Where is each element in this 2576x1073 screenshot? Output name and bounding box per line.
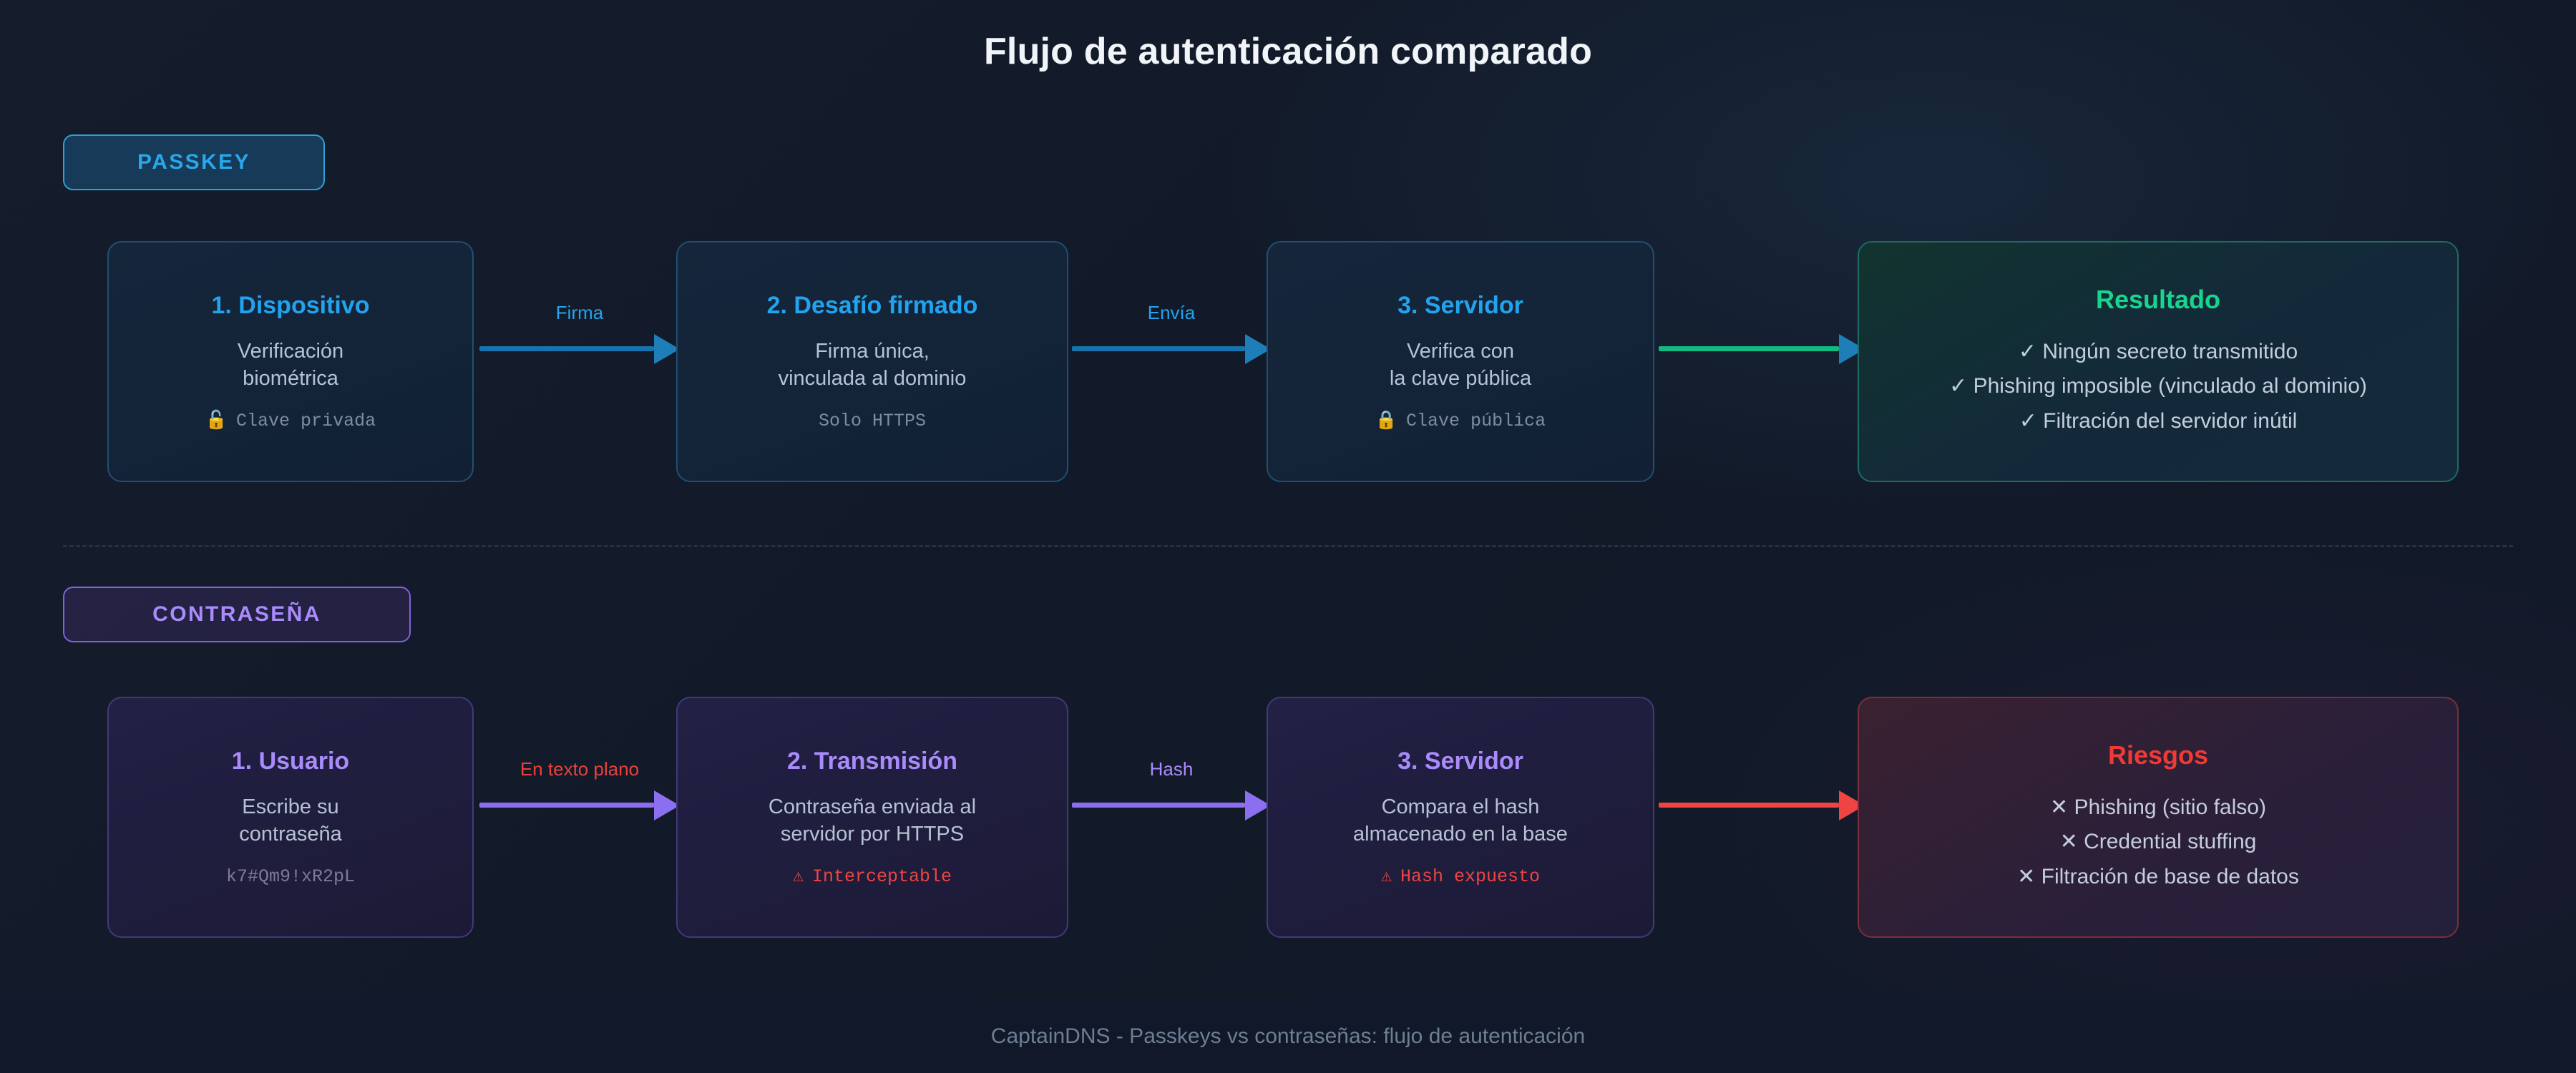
password-step-3-note-text: Hash expuesto	[1400, 866, 1541, 887]
passkey-step-2-desc-l2: vinculada al dominio	[778, 366, 967, 390]
password-risk-line-2: ✕ Credential stuffing	[2059, 830, 2257, 854]
arrow-shaft	[1072, 346, 1245, 351]
password-step-3-note: ⚠ Hash expuesto	[1381, 866, 1540, 887]
arrow-shaft	[1659, 346, 1839, 351]
password-connector-1: En texto plano	[479, 758, 680, 844]
passkey-connector-2-label: Envía	[1147, 302, 1196, 323]
password-step-3-desc-l1: Compara el hash	[1381, 795, 1540, 819]
passkey-step-3-desc-l2: la clave pública	[1389, 366, 1532, 390]
passkey-step-1-card: 1. Dispositivo Verificación biométrica 🔓…	[107, 241, 474, 482]
passkey-result-line-2: ✓ Phishing imposible (vinculado al domin…	[1949, 374, 2367, 398]
password-connector-2-label: Hash	[1149, 758, 1194, 780]
passkey-result-line-1: ✓ Ningún secreto transmitido	[2018, 339, 2298, 363]
password-step-1-card: 1. Usuario Escribe su contraseña k7#Qm9!…	[107, 697, 474, 938]
passkey-step-3-note: 🔒 Clave pública	[1375, 411, 1546, 431]
passkey-result-card: Resultado ✓ Ningún secreto transmitido ✓…	[1858, 241, 2459, 482]
arrow-shaft	[479, 803, 654, 808]
password-step-1-note-text: k7#Qm9!xR2pL	[225, 866, 356, 887]
passkey-step-1-note-text: Clave privada	[236, 410, 376, 431]
passkey-step-3-note-text: Clave pública	[1406, 410, 1546, 431]
passkey-step-3-desc-l1: Verifica con	[1407, 340, 1514, 363]
unlocked-padlock-icon: 🔓	[205, 410, 228, 431]
password-step-2-card: 2. Transmisión Contraseña enviada al ser…	[676, 697, 1068, 938]
section-divider	[63, 545, 2513, 547]
footer-caption: CaptainDNS - Passkeys vs contraseñas: fl…	[990, 1024, 1586, 1048]
arrow-shaft	[1072, 803, 1245, 808]
password-step-2-desc: Contraseña enviada al servidor por HTTPS	[769, 794, 976, 847]
password-risk-card: Riesgos ✕ Phishing (sitio falso) ✕ Crede…	[1858, 697, 2459, 938]
passkey-step-2-desc-l1: Firma única,	[815, 340, 930, 363]
password-step-2-desc-l2: servidor por HTTPS	[780, 822, 965, 846]
password-step-3-card: 3. Servidor Compara el hash almacenado e…	[1267, 697, 1654, 938]
passkey-step-1-desc-l2: biométrica	[243, 366, 338, 390]
passkey-step-3-desc: Verifica con la clave pública	[1390, 338, 1531, 391]
password-connector-1-label: En texto plano	[519, 758, 640, 780]
password-step-3-desc: Compara el hash almacenado en la base	[1353, 794, 1568, 847]
passkey-step-1-desc-l1: Verificación	[237, 340, 344, 363]
password-connector-3	[1659, 758, 1865, 844]
passkey-connector-1-label: Firma	[555, 302, 604, 323]
footer-band	[0, 1000, 2576, 1073]
password-step-1-desc: Escribe su contraseña	[239, 794, 342, 847]
password-step-3-title: 3. Servidor	[1397, 748, 1523, 775]
passkey-step-2-desc: Firma única, vinculada al dominio	[779, 338, 967, 391]
passkey-step-3-card: 3. Servidor Verifica con la clave públic…	[1267, 241, 1654, 482]
password-step-2-note-text: Interceptable	[812, 866, 952, 887]
passkey-result-title: Resultado	[2095, 284, 2221, 314]
password-step-3-desc-l2: almacenado en la base	[1353, 822, 1568, 846]
password-step-2-note: ⚠ Interceptable	[793, 866, 952, 887]
passkey-step-3-title: 3. Servidor	[1397, 292, 1523, 320]
arrow-head-icon	[654, 790, 680, 820]
password-step-1-desc-l2: contraseña	[239, 822, 342, 846]
arrow-shaft	[479, 346, 654, 351]
arrow-shaft	[1659, 803, 1839, 808]
password-connector-2: Hash	[1072, 758, 1271, 844]
passkey-step-1-note: 🔓 Clave privada	[205, 411, 376, 431]
passkey-step-2-note: Solo HTTPS	[819, 411, 926, 431]
password-step-1-desc-l1: Escribe su	[242, 795, 339, 819]
password-risk-line-1: ✕ Phishing (sitio falso)	[2050, 795, 2266, 819]
passkey-step-2-note-text: Solo HTTPS	[818, 410, 927, 431]
password-step-1-title: 1. Usuario	[231, 748, 350, 775]
passkey-connector-3	[1659, 302, 1865, 388]
page-title: Flujo de autenticación comparado	[983, 31, 1593, 72]
passkey-result-line-3: ✓ Filtración del servidor inútil	[2019, 408, 2298, 433]
arrow-head-icon	[654, 334, 680, 364]
section-badge-password: CONTRASEÑA	[63, 587, 411, 642]
password-step-2-desc-l1: Contraseña enviada al	[768, 795, 977, 819]
password-step-1-note: k7#Qm9!xR2pL	[226, 866, 355, 887]
warning-triangle-icon: ⚠	[1380, 866, 1392, 887]
passkey-connector-2: Envía	[1072, 302, 1271, 388]
warning-triangle-icon: ⚠	[792, 866, 804, 887]
passkey-connector-1: Firma	[479, 302, 680, 388]
passkey-step-2-title: 2. Desafío firmado	[766, 292, 978, 320]
passkey-step-1-title: 1. Dispositivo	[211, 292, 370, 320]
password-risk-title: Riesgos	[2107, 740, 2209, 770]
password-step-2-title: 2. Transmisión	[786, 748, 958, 775]
locked-padlock-icon: 🔒	[1375, 410, 1398, 431]
passkey-step-2-card: 2. Desafío firmado Firma única, vinculad…	[676, 241, 1068, 482]
password-risk-line-3: ✕ Filtración de base de datos	[2017, 864, 2299, 888]
passkey-step-1-desc: Verificación biométrica	[238, 338, 343, 391]
section-badge-passkey: PASSKEY	[63, 134, 325, 190]
